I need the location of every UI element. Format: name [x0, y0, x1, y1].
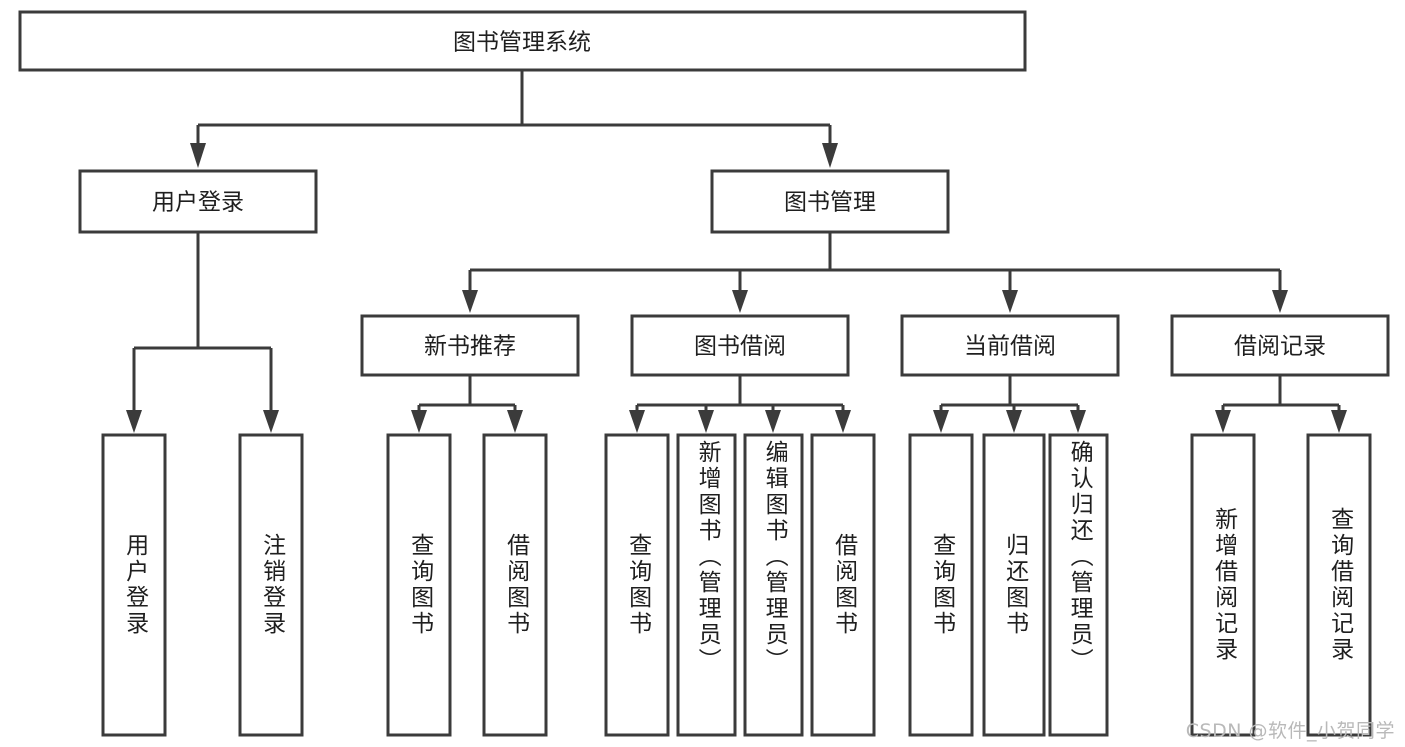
node-leaf-user-logout-box[interactable] [238, 433, 304, 737]
node-book-manage[interactable]: 图书管理 [710, 169, 950, 234]
arrow-leaf-query-record [1331, 410, 1347, 433]
node-new-book-recommend-box[interactable] [360, 314, 580, 377]
arrow-book-borrow [732, 290, 748, 313]
node-user-login-label: 用户登录 [152, 190, 244, 216]
node-leaf-query-book-3-box[interactable] [908, 433, 974, 737]
connector-borrowrecord-to-leaves [1215, 375, 1347, 433]
node-book-borrow-box[interactable] [630, 314, 850, 377]
arrow-leaf-add-record [1215, 410, 1231, 433]
arrow-new-book-recommend [462, 290, 478, 313]
node-leaf-confirm-return-box[interactable] [1048, 433, 1109, 737]
node-root[interactable]: 图书管理系统 [18, 10, 1027, 72]
arrow-book-manage [822, 143, 838, 168]
node-book-manage-box[interactable] [710, 169, 950, 234]
node-leaf-query-book-1-box[interactable] [386, 433, 452, 737]
connector-newbook-to-leaves [411, 375, 523, 433]
arrow-leaf-return-book [1006, 410, 1022, 433]
arrow-leaf-edit-book [765, 410, 781, 433]
node-leaf-borrow-book-1-box[interactable] [482, 433, 548, 737]
node-borrow-record[interactable]: 借阅记录 [1170, 314, 1390, 377]
connector-root-to-level2 [190, 70, 838, 168]
connector-bookmanage-to-level3 [462, 232, 1288, 313]
arrow-leaf-user-login [126, 410, 142, 433]
node-leaf-borrow-book-2-box[interactable] [810, 433, 876, 737]
node-book-manage-label: 图书管理 [784, 190, 876, 216]
node-user-login-box[interactable] [78, 169, 318, 234]
watermark-text: CSDN @软件_小贺同学 [1185, 720, 1395, 742]
node-book-borrow[interactable]: 图书借阅 [630, 314, 850, 377]
node-new-book-recommend-label: 新书推荐 [424, 334, 516, 360]
node-root-box[interactable] [18, 10, 1027, 72]
connector-currentborrow-to-leaves [933, 375, 1086, 433]
arrow-leaf-user-logout [263, 410, 279, 433]
node-root-label: 图书管理系统 [453, 30, 591, 56]
node-current-borrow[interactable]: 当前借阅 [900, 314, 1120, 377]
connector-userlogin-to-leaves [126, 232, 279, 433]
node-leaf-query-book-2-box[interactable] [604, 433, 670, 737]
arrow-leaf-query-book-3 [933, 410, 949, 433]
node-leaf-add-record-box[interactable] [1190, 433, 1256, 737]
node-leaf-edit-book-box[interactable] [743, 433, 804, 737]
connector-bookborrow-to-leaves [629, 375, 851, 433]
node-borrow-record-box[interactable] [1170, 314, 1390, 377]
arrow-borrow-record [1272, 290, 1288, 313]
arrow-leaf-borrow-book-1 [507, 410, 523, 433]
leaf-boxes [101, 433, 1372, 737]
node-new-book-recommend[interactable]: 新书推荐 [360, 314, 580, 377]
node-current-borrow-label: 当前借阅 [964, 334, 1056, 360]
node-user-login[interactable]: 用户登录 [78, 169, 318, 234]
node-borrow-record-label: 借阅记录 [1234, 334, 1326, 360]
arrow-user-login [190, 143, 206, 168]
node-leaf-return-book-box[interactable] [982, 433, 1046, 737]
arrow-leaf-query-book-2 [629, 410, 645, 433]
arrow-leaf-add-book [698, 410, 714, 433]
arrow-leaf-borrow-book-2 [835, 410, 851, 433]
node-leaf-user-login-box[interactable] [101, 433, 167, 737]
node-leaf-query-record-box[interactable] [1306, 433, 1372, 737]
node-leaf-add-book-box[interactable] [676, 433, 737, 737]
node-current-borrow-box[interactable] [900, 314, 1120, 377]
node-book-borrow-label: 图书借阅 [694, 334, 786, 360]
arrow-current-borrow [1002, 290, 1018, 313]
arrow-leaf-query-book-1 [411, 410, 427, 433]
arrow-leaf-confirm-return [1070, 410, 1086, 433]
